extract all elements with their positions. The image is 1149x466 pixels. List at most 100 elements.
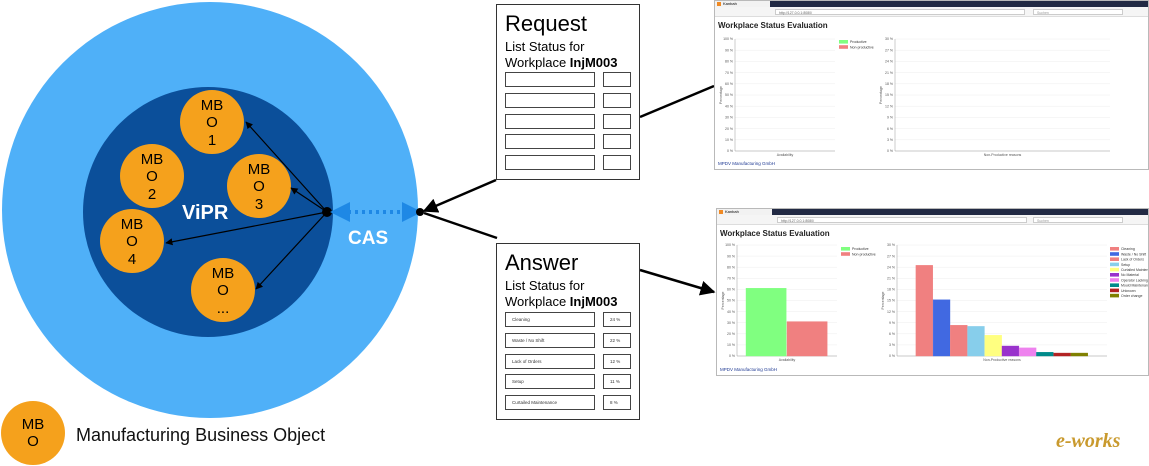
request-line2-prefix: Workplace bbox=[505, 55, 570, 70]
answer-row-value-box: 22 % bbox=[603, 333, 631, 348]
svg-text:O: O bbox=[126, 233, 138, 250]
y-tick-label: 80 % bbox=[727, 265, 735, 269]
y-tick-label: 12 % bbox=[887, 310, 895, 314]
y-tick-label: 21 % bbox=[887, 277, 895, 281]
bar bbox=[1070, 352, 1088, 357]
mbo-node: MB O 2 bbox=[120, 144, 184, 208]
answer-row-value-box: 24 % bbox=[603, 312, 631, 327]
tab-favicon-icon bbox=[719, 210, 723, 214]
x-tick-label: Non-Productive reasons bbox=[984, 153, 1022, 157]
y-tick-label: 40 % bbox=[725, 104, 733, 108]
mbo-node: MB O 1 bbox=[180, 90, 244, 154]
y-tick-label: 0 % bbox=[729, 354, 735, 358]
y-tick-label: 30 % bbox=[885, 37, 893, 41]
legend-swatch bbox=[1110, 293, 1119, 298]
address-bar[interactable]: http://127.0.0.1:8080/ bbox=[775, 8, 1025, 15]
legend-label: Productive bbox=[850, 40, 867, 44]
address-bar[interactable]: http://127.0.0.1:8080/ bbox=[777, 216, 1027, 223]
answer-card: Answer List Status for Workplace InjM003… bbox=[496, 243, 640, 420]
bar bbox=[950, 325, 968, 357]
y-tick-label: 0 % bbox=[887, 149, 893, 153]
request-row-value-box bbox=[603, 155, 631, 170]
legend-label: Curtailed Maintenance bbox=[1121, 268, 1149, 272]
page-footer: MPDV Manufacturing GmbH bbox=[720, 367, 778, 372]
answer-line2-prefix: Workplace bbox=[505, 294, 570, 309]
y-tick-label: 9 % bbox=[887, 116, 893, 120]
y-tick-label: 18 % bbox=[885, 82, 893, 86]
svg-text:2: 2 bbox=[148, 186, 156, 203]
answer-row-label-box: Cleaning bbox=[505, 312, 595, 327]
legend-swatch bbox=[839, 45, 848, 49]
bar bbox=[915, 265, 933, 357]
legend-label: Lack of Orders bbox=[1121, 258, 1144, 262]
request-subtitle: List Status for Workplace InjM003 bbox=[505, 39, 617, 71]
y-axis-label: Percentage bbox=[719, 86, 723, 104]
bar bbox=[984, 335, 1002, 357]
tab-favicon-icon bbox=[717, 2, 721, 6]
y-tick-label: 15 % bbox=[887, 299, 895, 303]
y-tick-label: 40 % bbox=[727, 310, 735, 314]
answer-subtitle: List Status for Workplace InjM003 bbox=[505, 278, 617, 310]
browser-tab[interactable]: Kanbah bbox=[715, 1, 770, 7]
answer-workplace: InjM003 bbox=[569, 294, 618, 309]
x-tick-label: Availability bbox=[779, 358, 796, 362]
request-row-label-box bbox=[505, 155, 595, 170]
legend-swatch bbox=[1110, 247, 1119, 251]
y-tick-label: 60 % bbox=[725, 82, 733, 86]
browser-tab-bar: Kanbah bbox=[717, 209, 1148, 215]
arrow-to-request bbox=[422, 178, 497, 213]
svg-text:MB: MB bbox=[212, 265, 235, 282]
arrow-mbo-3 bbox=[290, 187, 328, 213]
browser-search-field[interactable]: Suchen bbox=[1033, 8, 1123, 15]
browser-nav-bar: http://127.0.0.1:8080/ Suchen bbox=[715, 7, 1148, 17]
legend-label: Productive bbox=[852, 247, 869, 251]
legend-swatch bbox=[1110, 267, 1119, 272]
bar bbox=[967, 326, 985, 357]
svg-text:...: ... bbox=[217, 300, 230, 317]
svg-text:O: O bbox=[146, 168, 158, 185]
legend-swatch bbox=[1110, 283, 1119, 287]
y-tick-label: 6 % bbox=[889, 332, 895, 336]
svg-text:O: O bbox=[253, 178, 265, 195]
y-tick-label: 12 % bbox=[885, 104, 893, 108]
bar bbox=[932, 299, 951, 357]
legend-swatch bbox=[1110, 278, 1119, 282]
line-request-to-screen bbox=[639, 84, 715, 119]
mbo-node: MB O ... bbox=[191, 258, 255, 322]
mbo-node: MB O 4 bbox=[100, 209, 164, 273]
y-tick-label: 90 % bbox=[727, 254, 735, 258]
browser-tab[interactable]: Kanbah bbox=[717, 209, 772, 215]
legend-text: Manufacturing Business Object bbox=[76, 425, 325, 445]
answer-row-label-box: Setup bbox=[505, 374, 595, 389]
y-axis-label: Percentage bbox=[879, 86, 883, 104]
y-tick-label: 24 % bbox=[885, 60, 893, 64]
status-charts-top: 0 %10 %20 %30 %40 %50 %60 %70 %80 %90 %1… bbox=[719, 37, 1110, 157]
bar bbox=[1019, 347, 1037, 357]
y-tick-label: 3 % bbox=[887, 138, 893, 142]
legend-label: Mould Maintenance bbox=[1121, 284, 1149, 288]
y-tick-label: 60 % bbox=[727, 288, 735, 292]
mbo-node: MB O 3 bbox=[227, 154, 291, 218]
svg-text:MB: MB bbox=[248, 161, 271, 178]
y-tick-label: 50 % bbox=[725, 93, 733, 97]
request-row-value-box bbox=[603, 134, 631, 149]
request-row-value-box bbox=[603, 114, 631, 129]
legend-swatch bbox=[839, 40, 848, 44]
legend-swatch bbox=[1110, 262, 1119, 267]
y-tick-label: 70 % bbox=[727, 277, 735, 281]
page-title: Workplace Status Evaluation bbox=[720, 229, 830, 238]
request-card: Request List Status for Workplace InjM00… bbox=[496, 4, 640, 180]
answer-row-label-box: Curtailed Maintenance bbox=[505, 395, 595, 410]
legend-label: Order change bbox=[1121, 294, 1142, 298]
y-tick-label: 30 % bbox=[725, 116, 733, 120]
y-tick-label: 10 % bbox=[727, 343, 735, 347]
browser-nav-bar: http://127.0.0.1:8080/ Suchen bbox=[717, 215, 1148, 225]
svg-text:MB: MB bbox=[141, 151, 164, 168]
browser-search-field[interactable]: Suchen bbox=[1033, 216, 1123, 223]
vipr-label: ViPR bbox=[182, 202, 229, 224]
answer-line1: List Status for bbox=[505, 278, 585, 293]
x-tick-label: Availability bbox=[777, 153, 794, 157]
cas-connector-point bbox=[416, 208, 424, 216]
y-tick-label: 21 % bbox=[885, 71, 893, 75]
legend-label: Operator Lacking bbox=[1121, 278, 1148, 282]
